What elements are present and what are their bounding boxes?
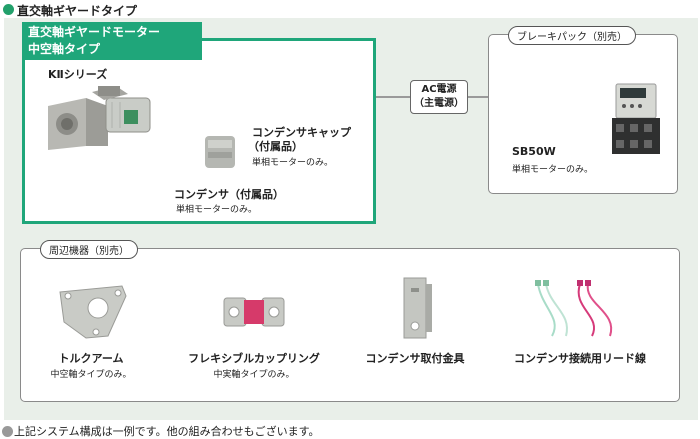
- torque-arm-image: [59, 285, 127, 339]
- peripherals-title: 周辺機器（別売）: [40, 240, 138, 259]
- geared-motor-label-line2: 中空軸タイプ: [28, 42, 101, 56]
- brake-pack-model: SB50W: [512, 145, 556, 158]
- brake-pack-note: 単相モーターのみ。: [512, 165, 594, 175]
- footer-bullet-icon: [2, 426, 13, 437]
- brake-pack-image: [612, 83, 660, 154]
- geared-motor-image: [48, 86, 151, 150]
- flexible-coupling-note: 中実軸タイプのみ。: [213, 370, 295, 380]
- torque-arm-name: トルクアーム: [58, 352, 124, 365]
- page-title: 直交軸ギヤードタイプ: [17, 4, 138, 18]
- condenser-cap-image: [205, 136, 235, 168]
- condenser-bracket-name: コンデンサ取付金具: [365, 352, 465, 365]
- geared-motor-label: 直交軸ギヤードモーター 中空軸タイプ: [22, 22, 202, 60]
- peripherals-box: [20, 248, 680, 402]
- page-header: 直交軸ギヤードタイプ: [0, 0, 700, 20]
- condenser-note: 単相モーターのみ。: [176, 205, 258, 215]
- lead-wire-name: コンデンサ接続用リード線: [514, 352, 646, 365]
- condenser-name: コンデンサ（付属品）: [174, 188, 284, 201]
- torque-arm-note: 中空軸タイプのみ。: [50, 370, 132, 380]
- flexible-coupling-image: [223, 297, 285, 327]
- condenser-cap-note: 単相モーターのみ。: [252, 158, 334, 168]
- ac-power-box: AC電源 （主電源）: [410, 80, 468, 114]
- motor-series-label: KⅡシリーズ: [48, 68, 108, 81]
- bullet-dot-icon: [3, 4, 14, 15]
- footer-note: 上記システム構成は一例です。他の組み合わせもございます。: [14, 425, 320, 438]
- condenser-cap-name-1: コンデンサキャップ: [252, 126, 351, 139]
- lead-wire-image: [535, 280, 613, 337]
- condenser-cap-name-2: （付属品）: [248, 140, 303, 153]
- condenser-bracket-image: [403, 277, 432, 339]
- flexible-coupling-name: フレキシブルカップリング: [188, 352, 320, 365]
- geared-motor-label-line1: 直交軸ギヤードモーター: [28, 25, 161, 39]
- ac-power-line1: AC電源: [421, 84, 457, 95]
- brake-pack-title: ブレーキパック（別売）: [508, 26, 636, 45]
- ac-power-line2: （主電源）: [414, 98, 464, 109]
